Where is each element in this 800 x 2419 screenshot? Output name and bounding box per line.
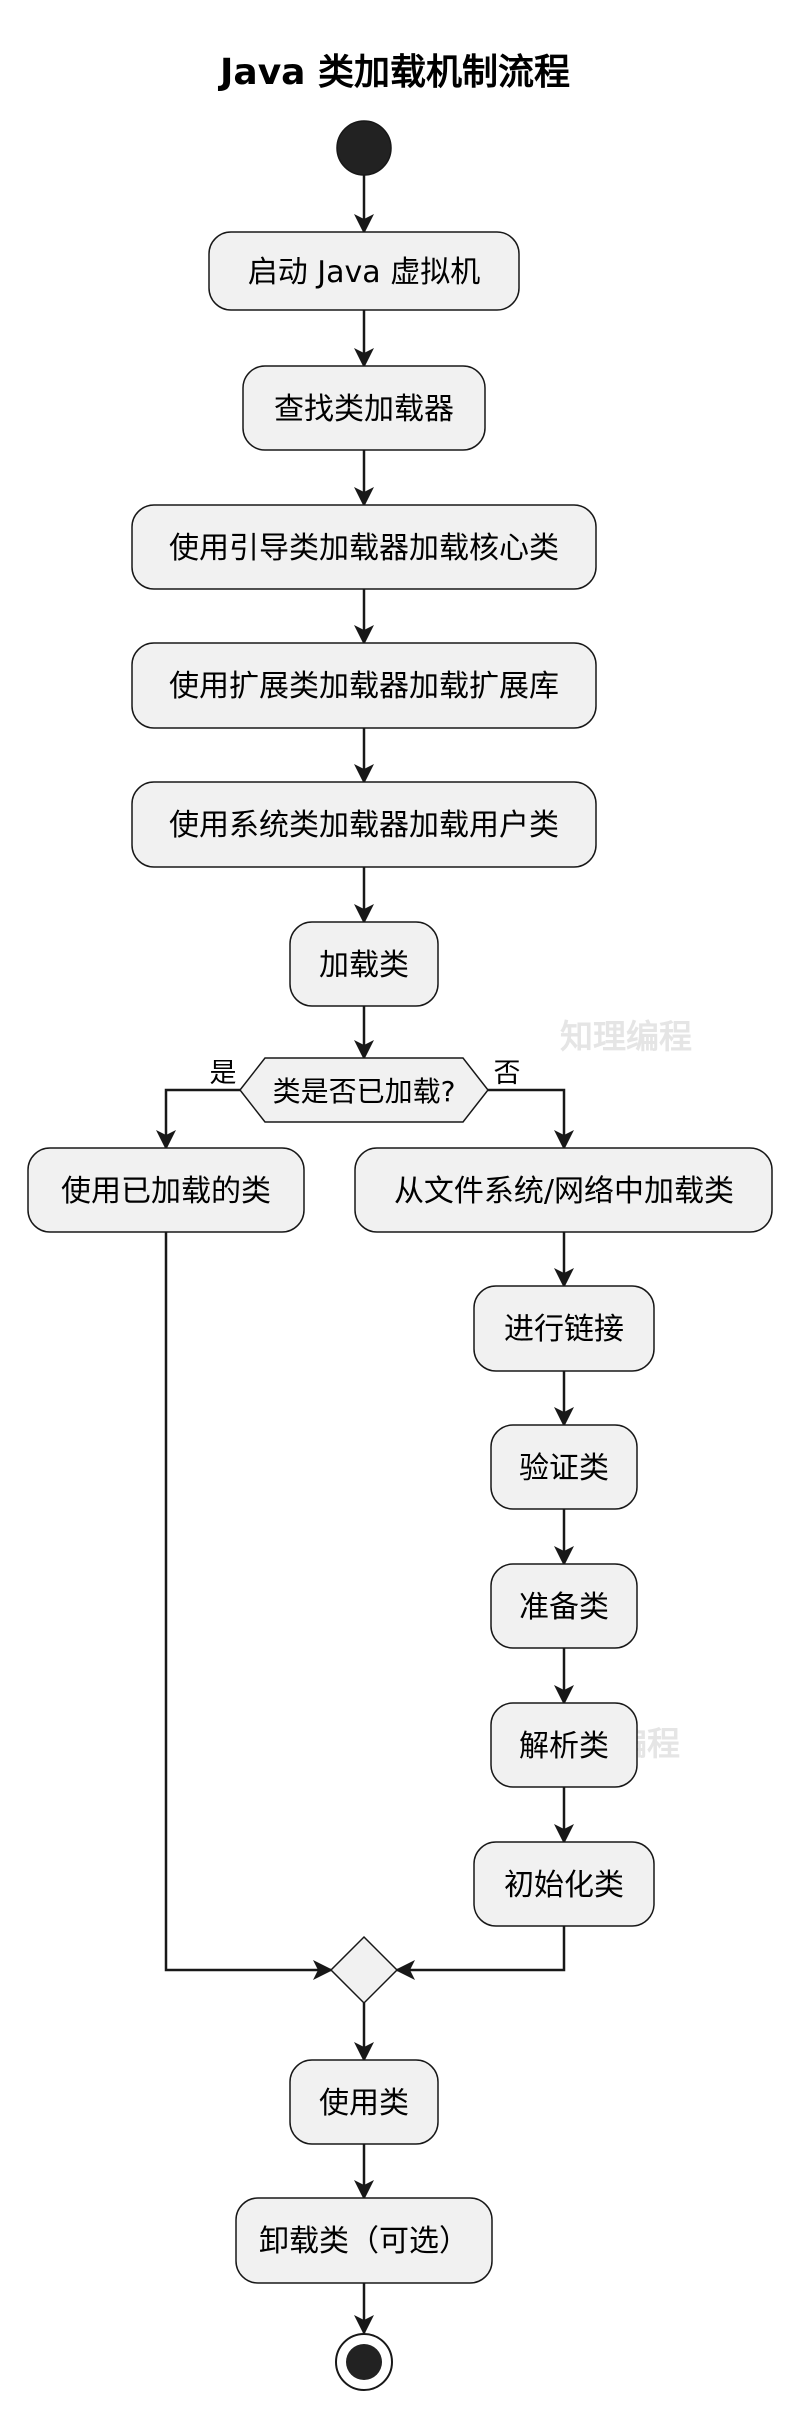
node-linking-label: 进行链接 xyxy=(504,1312,624,1347)
edge-initialize-to-merge xyxy=(395,1926,566,1980)
node-resolve: 解析类 xyxy=(490,1702,638,1788)
edges xyxy=(156,175,574,2335)
node-load-class-label: 加载类 xyxy=(319,948,409,983)
node-system-loader: 使用系统类加载器加载用户类 xyxy=(131,781,597,868)
node-resolve-label: 解析类 xyxy=(519,1729,609,1764)
node-prepare: 准备类 xyxy=(490,1563,638,1649)
node-linking: 进行链接 xyxy=(473,1285,655,1372)
node-extension-loader-label: 使用扩展类加载器加载扩展库 xyxy=(169,669,559,704)
node-load-from-source-label: 从文件系统/网络中加载类 xyxy=(394,1174,734,1209)
branch-yes-label: 是 xyxy=(210,1058,237,1089)
decision-is-loaded: 类是否已加载? xyxy=(239,1057,489,1123)
node-find-loader-label: 查找类加载器 xyxy=(274,392,454,427)
node-find-loader: 查找类加载器 xyxy=(242,365,486,451)
branch-no-label: 否 xyxy=(494,1058,521,1089)
node-unload-class-label: 卸载类（可选） xyxy=(259,2224,469,2259)
node-unload-class: 卸载类（可选） xyxy=(235,2197,493,2284)
node-start-jvm: 启动 Java 虚拟机 xyxy=(208,231,520,311)
node-prepare-label: 准备类 xyxy=(519,1590,609,1625)
node-use-loaded: 使用已加载的类 xyxy=(27,1147,305,1233)
node-bootstrap-loader-label: 使用引导类加载器加载核心类 xyxy=(169,531,559,566)
edge-decision-no xyxy=(488,1088,574,1150)
end-node xyxy=(335,2333,393,2391)
edge-decision-yes xyxy=(156,1088,240,1150)
edge-use-loaded-to-merge xyxy=(164,1232,333,1980)
node-bootstrap-loader: 使用引导类加载器加载核心类 xyxy=(131,504,597,590)
node-start-jvm-label: 启动 Java 虚拟机 xyxy=(248,255,480,290)
node-use-loaded-label: 使用已加载的类 xyxy=(61,1174,271,1209)
node-initialize-label: 初始化类 xyxy=(504,1868,624,1903)
node-system-loader-label: 使用系统类加载器加载用户类 xyxy=(169,808,559,843)
diagram-title: Java 类加载机制流程 xyxy=(217,52,570,93)
merge-diamond xyxy=(329,1935,399,2005)
watermark-upper: 知理编程 xyxy=(560,1017,692,1056)
node-use-class-label: 使用类 xyxy=(319,2086,409,2121)
node-extension-loader: 使用扩展类加载器加载扩展库 xyxy=(131,642,597,729)
node-use-class: 使用类 xyxy=(289,2059,439,2145)
decision-is-loaded-label: 类是否已加载? xyxy=(273,1075,456,1108)
node-verify-label: 验证类 xyxy=(519,1451,609,1486)
node-initialize: 初始化类 xyxy=(473,1841,655,1927)
node-load-class: 加载类 xyxy=(289,921,439,1007)
start-node xyxy=(336,120,392,176)
node-verify: 验证类 xyxy=(490,1424,638,1510)
node-load-from-source: 从文件系统/网络中加载类 xyxy=(354,1147,773,1233)
